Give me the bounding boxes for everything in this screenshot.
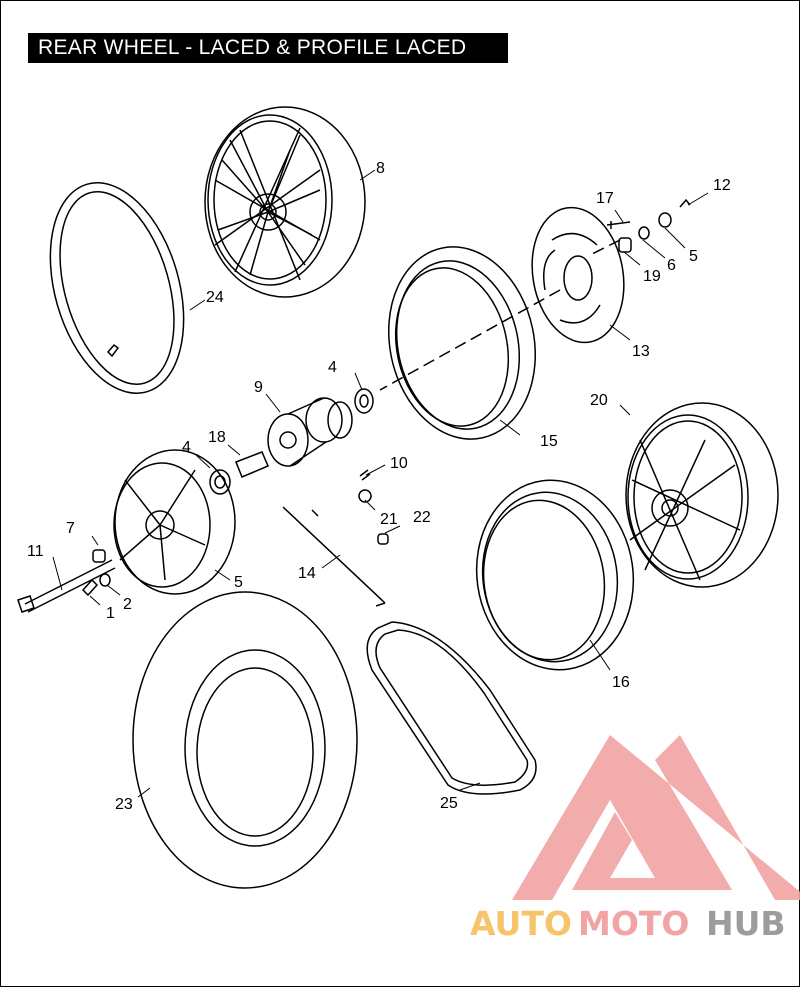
callout-11: 11 <box>27 543 44 560</box>
callout-22: 22 <box>413 509 431 526</box>
callout-labels: 8 24 17 12 5 6 19 13 4 9 15 10 21 22 4 1… <box>27 160 731 813</box>
tire <box>132 591 358 889</box>
callout-14: 14 <box>298 565 316 582</box>
watermark-hub: HUB <box>706 904 786 943</box>
callout-21: 21 <box>380 511 398 528</box>
callout-1: 1 <box>106 605 115 622</box>
spoke <box>282 506 386 607</box>
assembly-axis <box>379 239 621 391</box>
laced-wheel-lower <box>625 402 779 588</box>
callout-13: 13 <box>632 343 650 360</box>
spacer-and-bearing <box>209 451 269 495</box>
callout-4-lower: 4 <box>182 439 191 456</box>
diagram-title: REAR WHEEL - LACED & PROFILE LACED <box>38 36 467 59</box>
callout-2: 2 <box>123 596 132 613</box>
callout-24: 24 <box>206 289 224 306</box>
callout-9: 9 <box>254 379 263 396</box>
callout-5-upper: 5 <box>689 248 698 265</box>
watermark-auto: AUTO <box>470 904 572 943</box>
hub-assembly <box>267 388 374 467</box>
callout-16: 16 <box>612 674 630 691</box>
inner-tube <box>49 182 185 394</box>
leader-lines <box>52 169 709 798</box>
rear-pulley <box>113 449 236 595</box>
callout-15: 15 <box>540 433 558 450</box>
rim-upper <box>387 246 537 440</box>
callout-25: 25 <box>440 795 458 812</box>
title-bar: REAR WHEEL - LACED & PROFILE LACED <box>28 33 508 63</box>
callout-20: 20 <box>590 392 608 409</box>
watermark-text: AUTO MOTO HUB <box>470 904 786 943</box>
callout-5-lower: 5 <box>234 574 243 591</box>
logo-mark <box>512 735 800 900</box>
watermark-logo <box>512 735 800 900</box>
watermark-moto: MOTO <box>578 904 689 943</box>
callout-17: 17 <box>596 190 614 207</box>
axle-hardware <box>17 549 116 613</box>
rim-lower <box>475 479 635 671</box>
callout-18: 18 <box>208 429 226 446</box>
callout-4-upper: 4 <box>328 359 337 376</box>
rotor-hardware <box>606 198 691 253</box>
callout-10: 10 <box>390 455 408 472</box>
callout-7: 7 <box>66 520 75 537</box>
callout-12: 12 <box>713 177 731 194</box>
callout-19: 19 <box>643 268 661 285</box>
brake-rotor <box>531 206 625 344</box>
laced-wheel-upper <box>204 106 366 298</box>
valve-parts <box>358 469 389 545</box>
callout-23: 23 <box>115 796 133 813</box>
callout-8: 8 <box>376 160 385 177</box>
drive-belt <box>366 621 537 795</box>
callout-6: 6 <box>667 257 676 274</box>
